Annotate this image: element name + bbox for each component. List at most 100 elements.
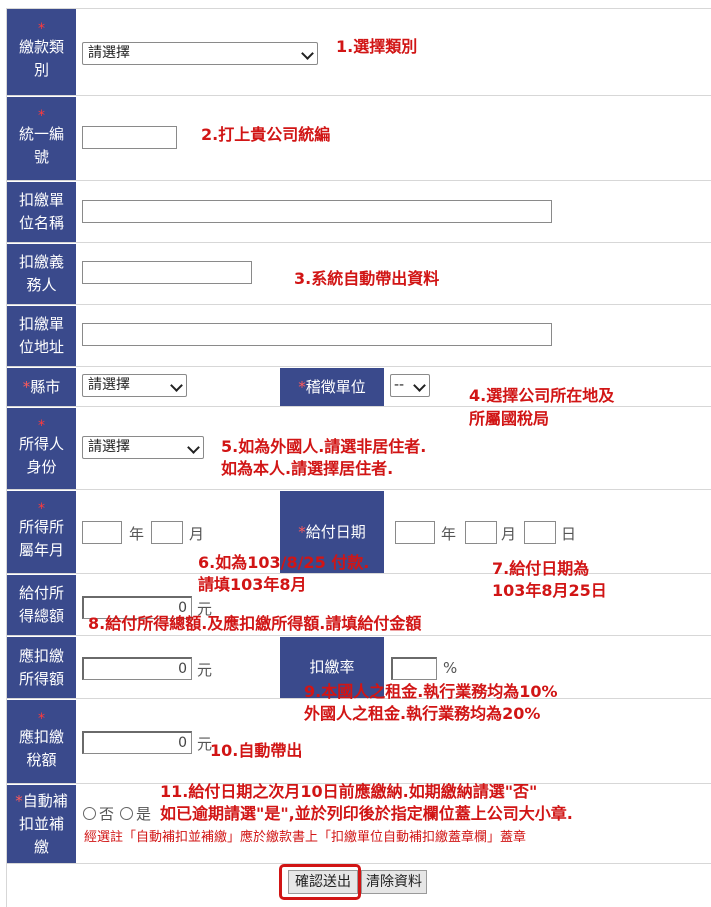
category-select[interactable]: 請選擇	[82, 42, 318, 65]
label-text: 扣繳率	[309, 658, 355, 676]
income-month-input[interactable]	[151, 521, 183, 544]
annotation-7a: 7.給付日期為	[492, 559, 590, 578]
label-text: 位名稱	[18, 214, 64, 232]
chevron-down-icon	[170, 379, 183, 392]
label-text: 繳	[33, 837, 49, 856]
row-income-period	[6, 490, 711, 574]
label-text: 扣繳單	[18, 315, 64, 333]
label-text: 務人	[26, 276, 57, 294]
required-mark: *	[38, 107, 45, 124]
required-mark: *	[38, 21, 45, 37]
label-text: 所得所	[18, 518, 64, 536]
form-frame	[6, 8, 711, 907]
submit-highlight	[279, 864, 361, 900]
year-unit: 年	[441, 525, 457, 543]
label-income-identity: * 所得人 身份	[7, 408, 76, 489]
withholding-income-input[interactable]: 0	[82, 657, 192, 680]
annotation-11a: 11.給付日期之次月10日前應繳納.如期繳納請選"否"	[160, 782, 538, 801]
required-mark: *	[22, 377, 31, 396]
annotation-4a: 4.選擇公司所在地及	[469, 386, 615, 405]
label-withholding-tax: * 應扣繳 稅額	[7, 700, 76, 783]
tax-office-select[interactable]: --	[390, 374, 430, 397]
label-text: 縣市	[30, 377, 61, 396]
label-withholding-rate: 扣繳率	[280, 637, 384, 698]
label-text: 得總額	[18, 607, 64, 625]
select-value: --	[394, 377, 405, 393]
tax-id-input[interactable]	[82, 126, 177, 149]
annotation-9a: 9.本國人之租金.執行業務均為10%	[304, 682, 558, 701]
required-mark: *	[38, 710, 45, 727]
label-text: 扣並補	[18, 814, 64, 833]
withholding-tax-input[interactable]: 0	[82, 731, 192, 754]
label-text: 稅額	[26, 750, 57, 769]
annotation-4b: 所屬國稅局	[469, 409, 550, 428]
payment-day-input[interactable]	[524, 521, 556, 544]
row-withholding-income	[6, 636, 711, 699]
select-value: 請選擇	[88, 439, 130, 455]
submit-button[interactable]: 確認送出	[288, 870, 358, 894]
annotation-7b: 103年8月25日	[492, 581, 607, 600]
label-unit-address: 扣繳單 位地址	[7, 306, 76, 366]
label-text: 應扣繳	[18, 646, 64, 665]
row-tax-id	[6, 96, 711, 181]
income-identity-select[interactable]: 請選擇	[82, 436, 204, 459]
label-text: 給付所	[18, 584, 64, 602]
unit-address-input[interactable]	[82, 323, 552, 346]
required-mark: *	[38, 501, 45, 517]
annotation-9b: 外國人之租金.執行業務均為20%	[304, 704, 541, 723]
currency-unit: 元	[197, 735, 213, 753]
select-value: 請選擇	[88, 377, 130, 393]
row-auto-supplement	[6, 784, 711, 864]
county-select[interactable]: 請選擇	[82, 374, 187, 397]
auto-supplement-hint: 經選註「自動補扣並補繳」應於繳款書上「扣繳單位自動補扣繳蓋章欄」蓋章	[84, 830, 527, 845]
annotation-1: 1.選擇類別	[336, 37, 418, 56]
row-withholding-tax	[6, 699, 711, 784]
annotation-6b: 請填103年8月	[198, 575, 307, 594]
label-withholding-income: 應扣繳 所得額	[7, 637, 76, 698]
obligor-input[interactable]	[82, 261, 252, 284]
row-income-identity	[6, 407, 711, 490]
annotation-10: 10.自動帶出	[210, 741, 303, 760]
annotation-5b: 如為本人.請選擇居住者.	[221, 459, 394, 478]
row-unit-name	[6, 181, 711, 243]
label-unit-name: 扣繳單 位名稱	[7, 182, 76, 242]
required-mark: *	[38, 417, 45, 434]
annotation-8: 8.給付所得總額.及應扣繳所得額.請填給付金額	[88, 614, 422, 633]
label-text: 給付日期	[305, 522, 366, 541]
label-text: 繳款類	[18, 38, 64, 56]
label-text: 位地址	[18, 338, 64, 356]
month-unit: 月	[501, 525, 517, 543]
label-county: * 縣市	[7, 368, 76, 406]
currency-unit: 元	[197, 600, 213, 618]
clear-button[interactable]: 清除資料	[361, 870, 427, 894]
withholding-rate-input[interactable]	[391, 657, 437, 680]
label-text: 自動補	[22, 791, 68, 810]
income-year-input[interactable]	[82, 521, 122, 544]
required-mark: *	[15, 791, 23, 810]
unit-name-input[interactable]	[82, 200, 552, 223]
payment-month-input[interactable]	[465, 521, 497, 544]
label-text: 別	[33, 61, 49, 79]
year-unit: 年	[129, 525, 145, 543]
option-no-label: 否	[99, 805, 115, 823]
radio-no[interactable]	[83, 807, 96, 820]
payment-year-input[interactable]	[395, 521, 435, 544]
label-text: 扣繳單	[18, 191, 64, 209]
chevron-down-icon	[413, 379, 426, 392]
radio-yes[interactable]	[120, 807, 133, 820]
currency-unit: 元	[197, 661, 213, 679]
label-text: 屬年月	[18, 541, 64, 559]
chevron-down-icon	[301, 47, 314, 60]
total-income-input[interactable]: 0	[82, 596, 192, 619]
row-category	[6, 8, 711, 96]
month-unit: 月	[189, 525, 205, 543]
label-text: 身份	[26, 457, 57, 476]
chevron-down-icon	[187, 441, 200, 454]
required-mark: *	[298, 522, 306, 541]
label-obligor: 扣繳義 務人	[7, 244, 76, 304]
select-value: 請選擇	[88, 45, 130, 61]
row-unit-address	[6, 305, 711, 367]
label-category: * 繳款類 別	[7, 9, 76, 95]
annotation-5a: 5.如為外國人.請選非居住者.	[221, 437, 427, 456]
label-auto-supplement: *自動補 扣並補 繳	[7, 785, 76, 863]
